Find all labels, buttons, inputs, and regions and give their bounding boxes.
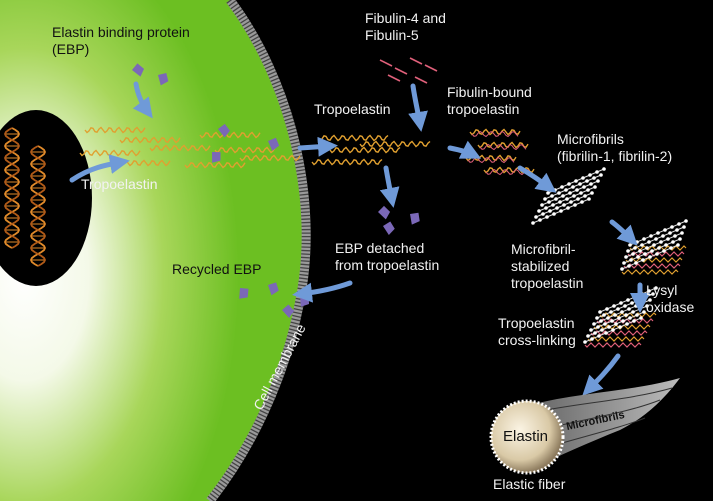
arrow-to-fiber [582,353,621,396]
arrow-nucleus-to-cell [69,154,130,183]
label-tropoelastin-out: Tropoelastin [314,101,391,117]
nucleus [0,110,92,286]
label-ebp: Elastin binding protein (EBP) [52,24,190,57]
microfibril-sheath [530,378,680,470]
arrow-to-fibulin-bound [447,140,482,159]
elastin-core [489,399,565,475]
microfibril-grid [531,167,606,225]
arrow-to-stabilized [609,219,638,246]
arrow-fibulin-down [408,83,428,132]
elastic-fiber [489,378,680,475]
arrow-to-microfibrils [517,165,557,193]
label-microfibril-stabilized: Microfibril- stabilized tropoelastin [511,241,584,291]
label-lysyl-oxidase: Lysyl oxidase [646,282,695,315]
label-fibulin: Fibulin-4 and Fibulin-5 [365,10,446,43]
fibulin-molecules [379,57,438,84]
label-elastin: Elastin [503,428,549,445]
fibulin-bound-tropoelastin [465,128,535,176]
label-fibulin-bound: Fibulin-bound tropoelastin [447,84,532,117]
label-recycled-ebp: Recycled EBP [172,261,262,277]
label-elastic-fiber: Elastic fiber [493,476,566,492]
arrow-ebp-detach [379,165,400,208]
label-microfibrils: Microfibrils (fibrilin-1, fibrilin-2) [557,131,673,164]
microfibril-stabilized-grid [620,219,688,275]
arrow-ebp-down [132,81,153,119]
cell-body [0,0,307,501]
label-tropoelastin-nucleus: Tropoelastin [81,176,158,192]
label-ebp-detached: EBP detached from tropoelastin [335,240,440,273]
process-arrows [69,81,650,396]
crosslinked-grid [583,286,658,348]
arrow-recycle [292,280,353,303]
label-crosslinking: Tropoelastin cross-linking [498,315,576,348]
arrow-cell-out [297,136,338,157]
tropoelastin-outside-cell [311,134,431,166]
dna-helix [4,127,46,267]
